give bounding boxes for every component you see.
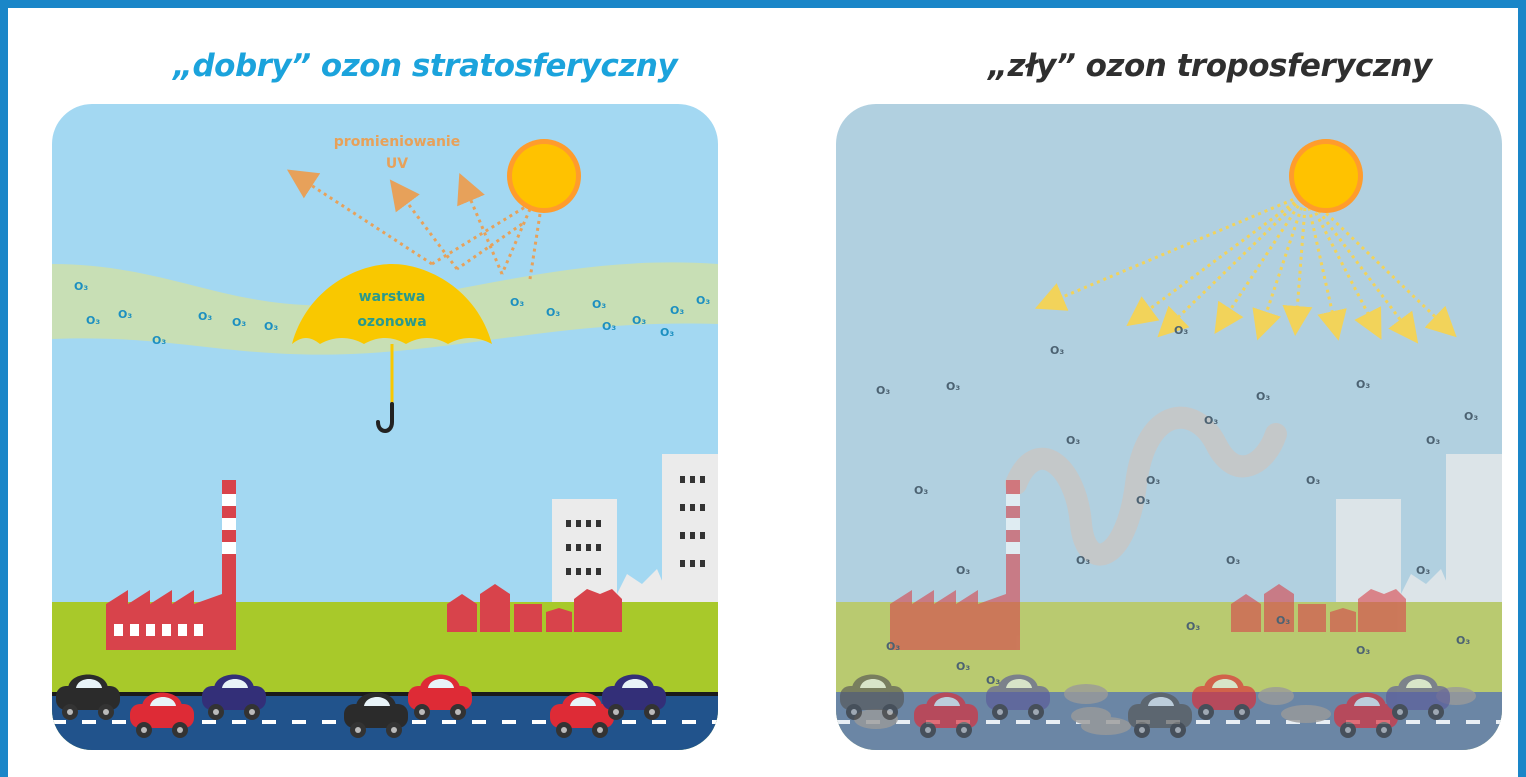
houses: [447, 584, 622, 632]
ozone-molecule-label: O₃: [1416, 564, 1430, 577]
ozone-molecule-label: O₃: [86, 314, 100, 327]
ozone-molecule-label: O₃: [1226, 554, 1240, 567]
ozone-molecule-label: O₃: [1146, 474, 1160, 487]
ozone-molecule-label: O₃: [1426, 434, 1440, 447]
ozone-molecule-label: O₃: [1276, 614, 1290, 627]
factory: [106, 480, 236, 650]
good-ozone-title: „dobry” ozon stratosferyczny: [173, 48, 678, 84]
ozone-molecule-label: O₃: [1066, 434, 1080, 447]
sun-ray: [1304, 192, 1457, 338]
ozone-molecule-label: O₃: [1050, 344, 1064, 357]
ozone-molecule-label: O₃: [510, 296, 524, 309]
city-buildings: [1336, 454, 1502, 604]
bad-ozone-illustration: O₃ O₃ O₃ O₃ O₃ O₃ O₃ O₃ O₃ O₃ O₃ O₃ O₃ O₃ O₃ O₃ O₃ O₃ O₃ O₃…: [836, 104, 1502, 750]
ozone-molecule-label: O₃: [1186, 620, 1200, 633]
umbrella-label-line1: warstwa: [359, 289, 426, 305]
ozone-molecule-label: O₃: [1076, 554, 1090, 567]
ozone-molecule-label: O₃: [956, 564, 970, 577]
car: [130, 692, 194, 738]
ozone-molecule-label: O₃: [660, 326, 674, 339]
ozone-molecule-label: O₃: [956, 660, 970, 673]
sun-rays: [1034, 192, 1457, 344]
car: [840, 674, 904, 720]
ozone-molecule-label: O₃: [632, 314, 646, 327]
ozone-molecule-label: O₃: [198, 310, 212, 323]
ozone-molecule-label: O₃: [986, 674, 1000, 687]
ozone-molecule-label: O₃: [1306, 474, 1320, 487]
ozone-molecule-label: O₃: [232, 316, 246, 329]
car: [986, 674, 1050, 720]
smoke-plume: [1005, 406, 1287, 566]
sun-ray: [1157, 192, 1308, 338]
sun-ray: [1126, 192, 1307, 327]
car: [202, 674, 266, 720]
car: [1128, 692, 1192, 738]
ozone-molecule-label: O₃: [602, 320, 616, 333]
city-buildings: [552, 454, 718, 604]
uv-label-line1: promieniowanie: [334, 134, 460, 150]
car: [56, 674, 120, 720]
ozone-molecule-label: O₃: [670, 304, 684, 317]
sun-ray: [1252, 193, 1308, 341]
uv-rays: [286, 169, 542, 280]
ozone-molecule-label: O₃: [152, 334, 166, 347]
ozone-molecule-label: O₃: [118, 308, 132, 321]
houses: [1231, 584, 1406, 632]
sun-ray: [1034, 192, 1307, 311]
sun-ray: [1304, 193, 1382, 340]
car: [1386, 674, 1450, 720]
ozone-molecule-label: O₃: [1204, 414, 1218, 427]
figure-frame: „dobry” ozon stratosferyczny „zły” ozon …: [8, 8, 1518, 777]
factory: [890, 480, 1020, 650]
ozone-molecule-label: O₃: [696, 294, 710, 307]
sun: [1289, 139, 1363, 213]
ozone-molecule-label: O₃: [1456, 634, 1470, 647]
sun: [507, 139, 581, 213]
ozone-molecule-label: O₃: [592, 298, 606, 311]
car: [1192, 674, 1256, 720]
car: [914, 692, 978, 738]
ozone-molecule-label: O₃: [1136, 494, 1150, 507]
ozone-molecule-label: O₃: [946, 380, 960, 393]
cars: [56, 674, 666, 738]
car: [550, 692, 614, 738]
good-ozone-illustration: O₃ O₃ O₃ O₃ O₃ O₃ O₃ O₃ O₃ O₃ O₃ O₃ O₃ O₃ O₃ promienio…: [52, 104, 718, 750]
car: [602, 674, 666, 720]
ozone-molecule-label: O₃: [1356, 378, 1370, 391]
cars: [840, 674, 1450, 738]
ozone-molecule-label: O₃: [74, 280, 88, 293]
ozone-molecule-label: O₃: [886, 640, 900, 653]
sun-ray: [1282, 193, 1313, 336]
car: [408, 674, 472, 720]
ozone-umbrella: warstwa ozonowa: [292, 264, 492, 433]
sun-ray: [1304, 193, 1347, 341]
ozone-molecule-label: O₃: [264, 320, 278, 333]
ozone-molecule-label: O₃: [876, 384, 890, 397]
sun-ray: [1214, 193, 1308, 335]
uv-label-line2: UV: [386, 156, 408, 172]
ozone-molecule-label: O₃: [914, 484, 928, 497]
ozone-molecule-label: O₃: [1356, 644, 1370, 657]
ozone-molecule-label: O₃: [1256, 390, 1270, 403]
sun-ray: [1304, 193, 1419, 344]
umbrella-label-line2: ozonowa: [357, 314, 426, 330]
ozone-molecule-label: O₃: [546, 306, 560, 319]
ozone-molecules: O₃ O₃ O₃ O₃ O₃ O₃ O₃ O₃ O₃ O₃ O₃ O₃ O₃ O₃ O₃: [74, 280, 710, 347]
car: [344, 692, 408, 738]
ozone-molecule-label: O₃: [1174, 324, 1188, 337]
car: [1334, 692, 1398, 738]
bad-ozone-title: „zły” ozon troposferyczny: [988, 48, 1432, 84]
ozone-molecules: O₃ O₃ O₃ O₃ O₃ O₃ O₃ O₃ O₃ O₃ O₃ O₃ O₃ O₃ O₃ O₃ O₃ O₃ O₃ O₃…: [876, 324, 1478, 687]
ozone-molecule-label: O₃: [1464, 410, 1478, 423]
